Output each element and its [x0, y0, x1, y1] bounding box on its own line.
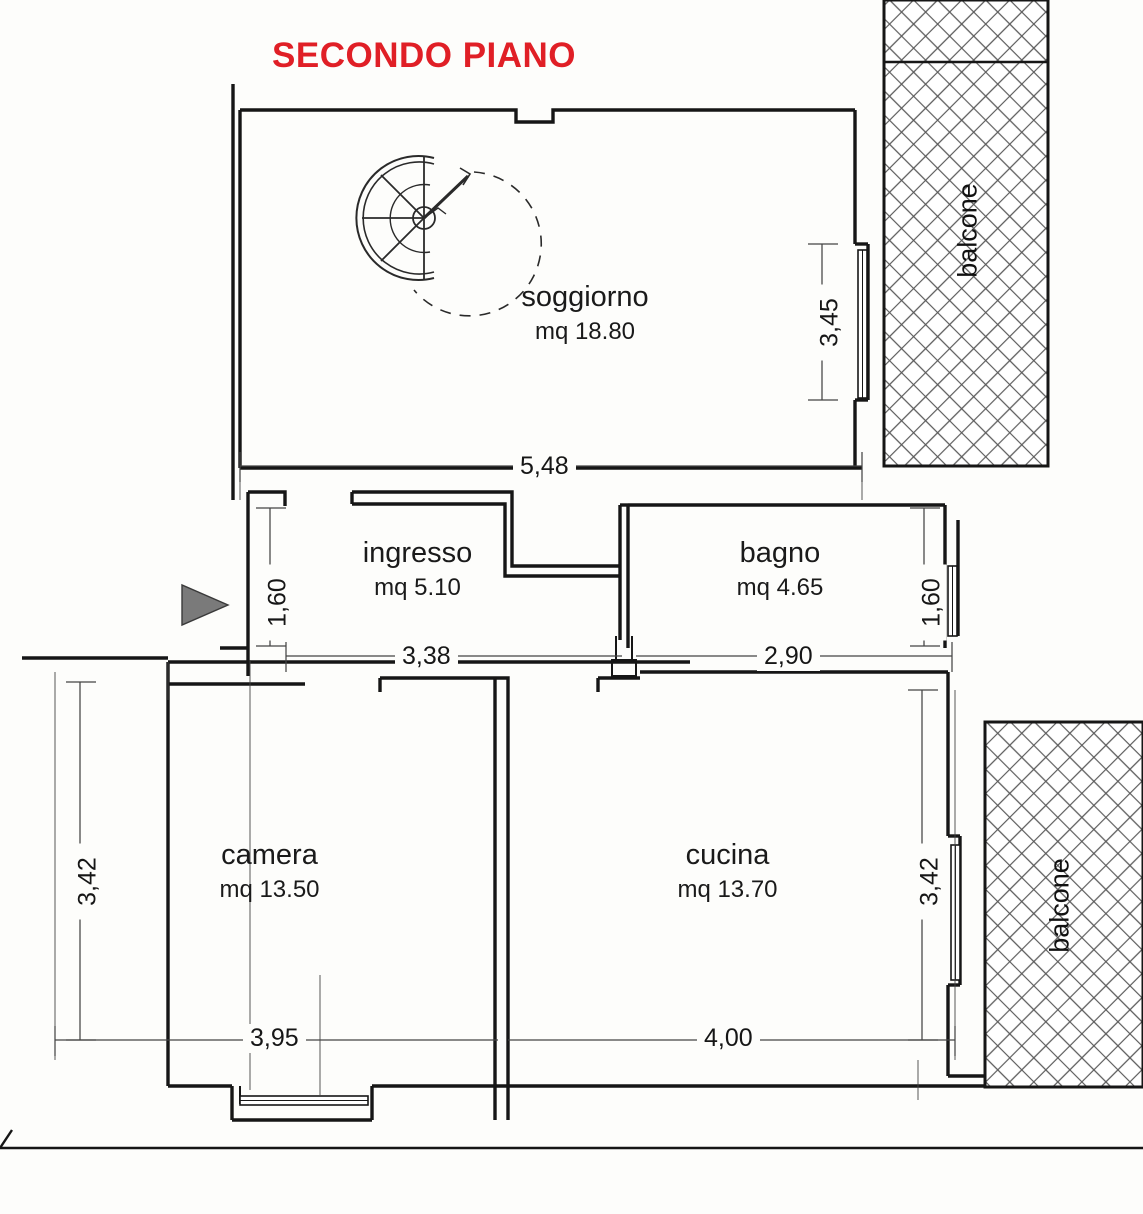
room-name-cucina: cucina [685, 839, 770, 871]
dimension-cucina-height: 3,42 [915, 843, 945, 920]
dimension-camera-height: 3,42 [73, 843, 103, 920]
dimension-ingresso-height: 1,60 [263, 564, 293, 641]
room-label-camera: camera mq 13.50 [162, 836, 377, 906]
room-name-ingresso: ingresso [362, 537, 473, 569]
room-area-cucina: mq 13.70 [677, 876, 778, 904]
dimension-soggiorno-width: 5,48 [513, 452, 576, 481]
page-title: SECONDO PIANO [272, 36, 577, 75]
dimension-cucina-width: 4,00 [697, 1024, 760, 1053]
entrance-arrow-icon [181, 583, 230, 627]
room-area-camera: mq 13.50 [219, 876, 320, 904]
room-area-soggiorno: mq 18.80 [534, 318, 636, 346]
room-name-bagno: bagno [739, 537, 821, 569]
dimension-ingresso-width: 3,38 [395, 642, 458, 671]
dimension-soggiorno-height: 3,45 [815, 284, 845, 361]
wall-outline-group [22, 84, 985, 1122]
window-openings-group [239, 249, 961, 1106]
balcony-label-upper: balcone [952, 183, 983, 278]
balcony-upper-paving [882, 0, 1050, 468]
dimension-camera-width: 3,95 [243, 1024, 306, 1053]
room-label-bagno: bagno mq 4.65 [680, 534, 880, 604]
room-name-camera: camera [221, 839, 318, 871]
spiral-staircase-icon [355, 155, 543, 317]
room-area-ingresso: mq 5.10 [374, 574, 461, 602]
room-name-soggiorno: soggiorno [521, 281, 649, 313]
dimension-bagno-height: 1,60 [917, 564, 947, 641]
room-label-soggiorno: soggiorno mq 18.80 [460, 278, 710, 348]
balcony-lower-paving [983, 720, 1143, 1089]
dimension-bagno-width: 2,90 [757, 642, 820, 671]
wall-detail-group [0, 84, 1143, 1150]
room-area-bagno: mq 4.65 [736, 574, 824, 602]
room-label-ingresso: ingresso mq 5.10 [310, 534, 525, 604]
room-label-cucina: cucina mq 13.70 [620, 836, 835, 906]
balcony-label-lower: balcone [1044, 858, 1075, 953]
